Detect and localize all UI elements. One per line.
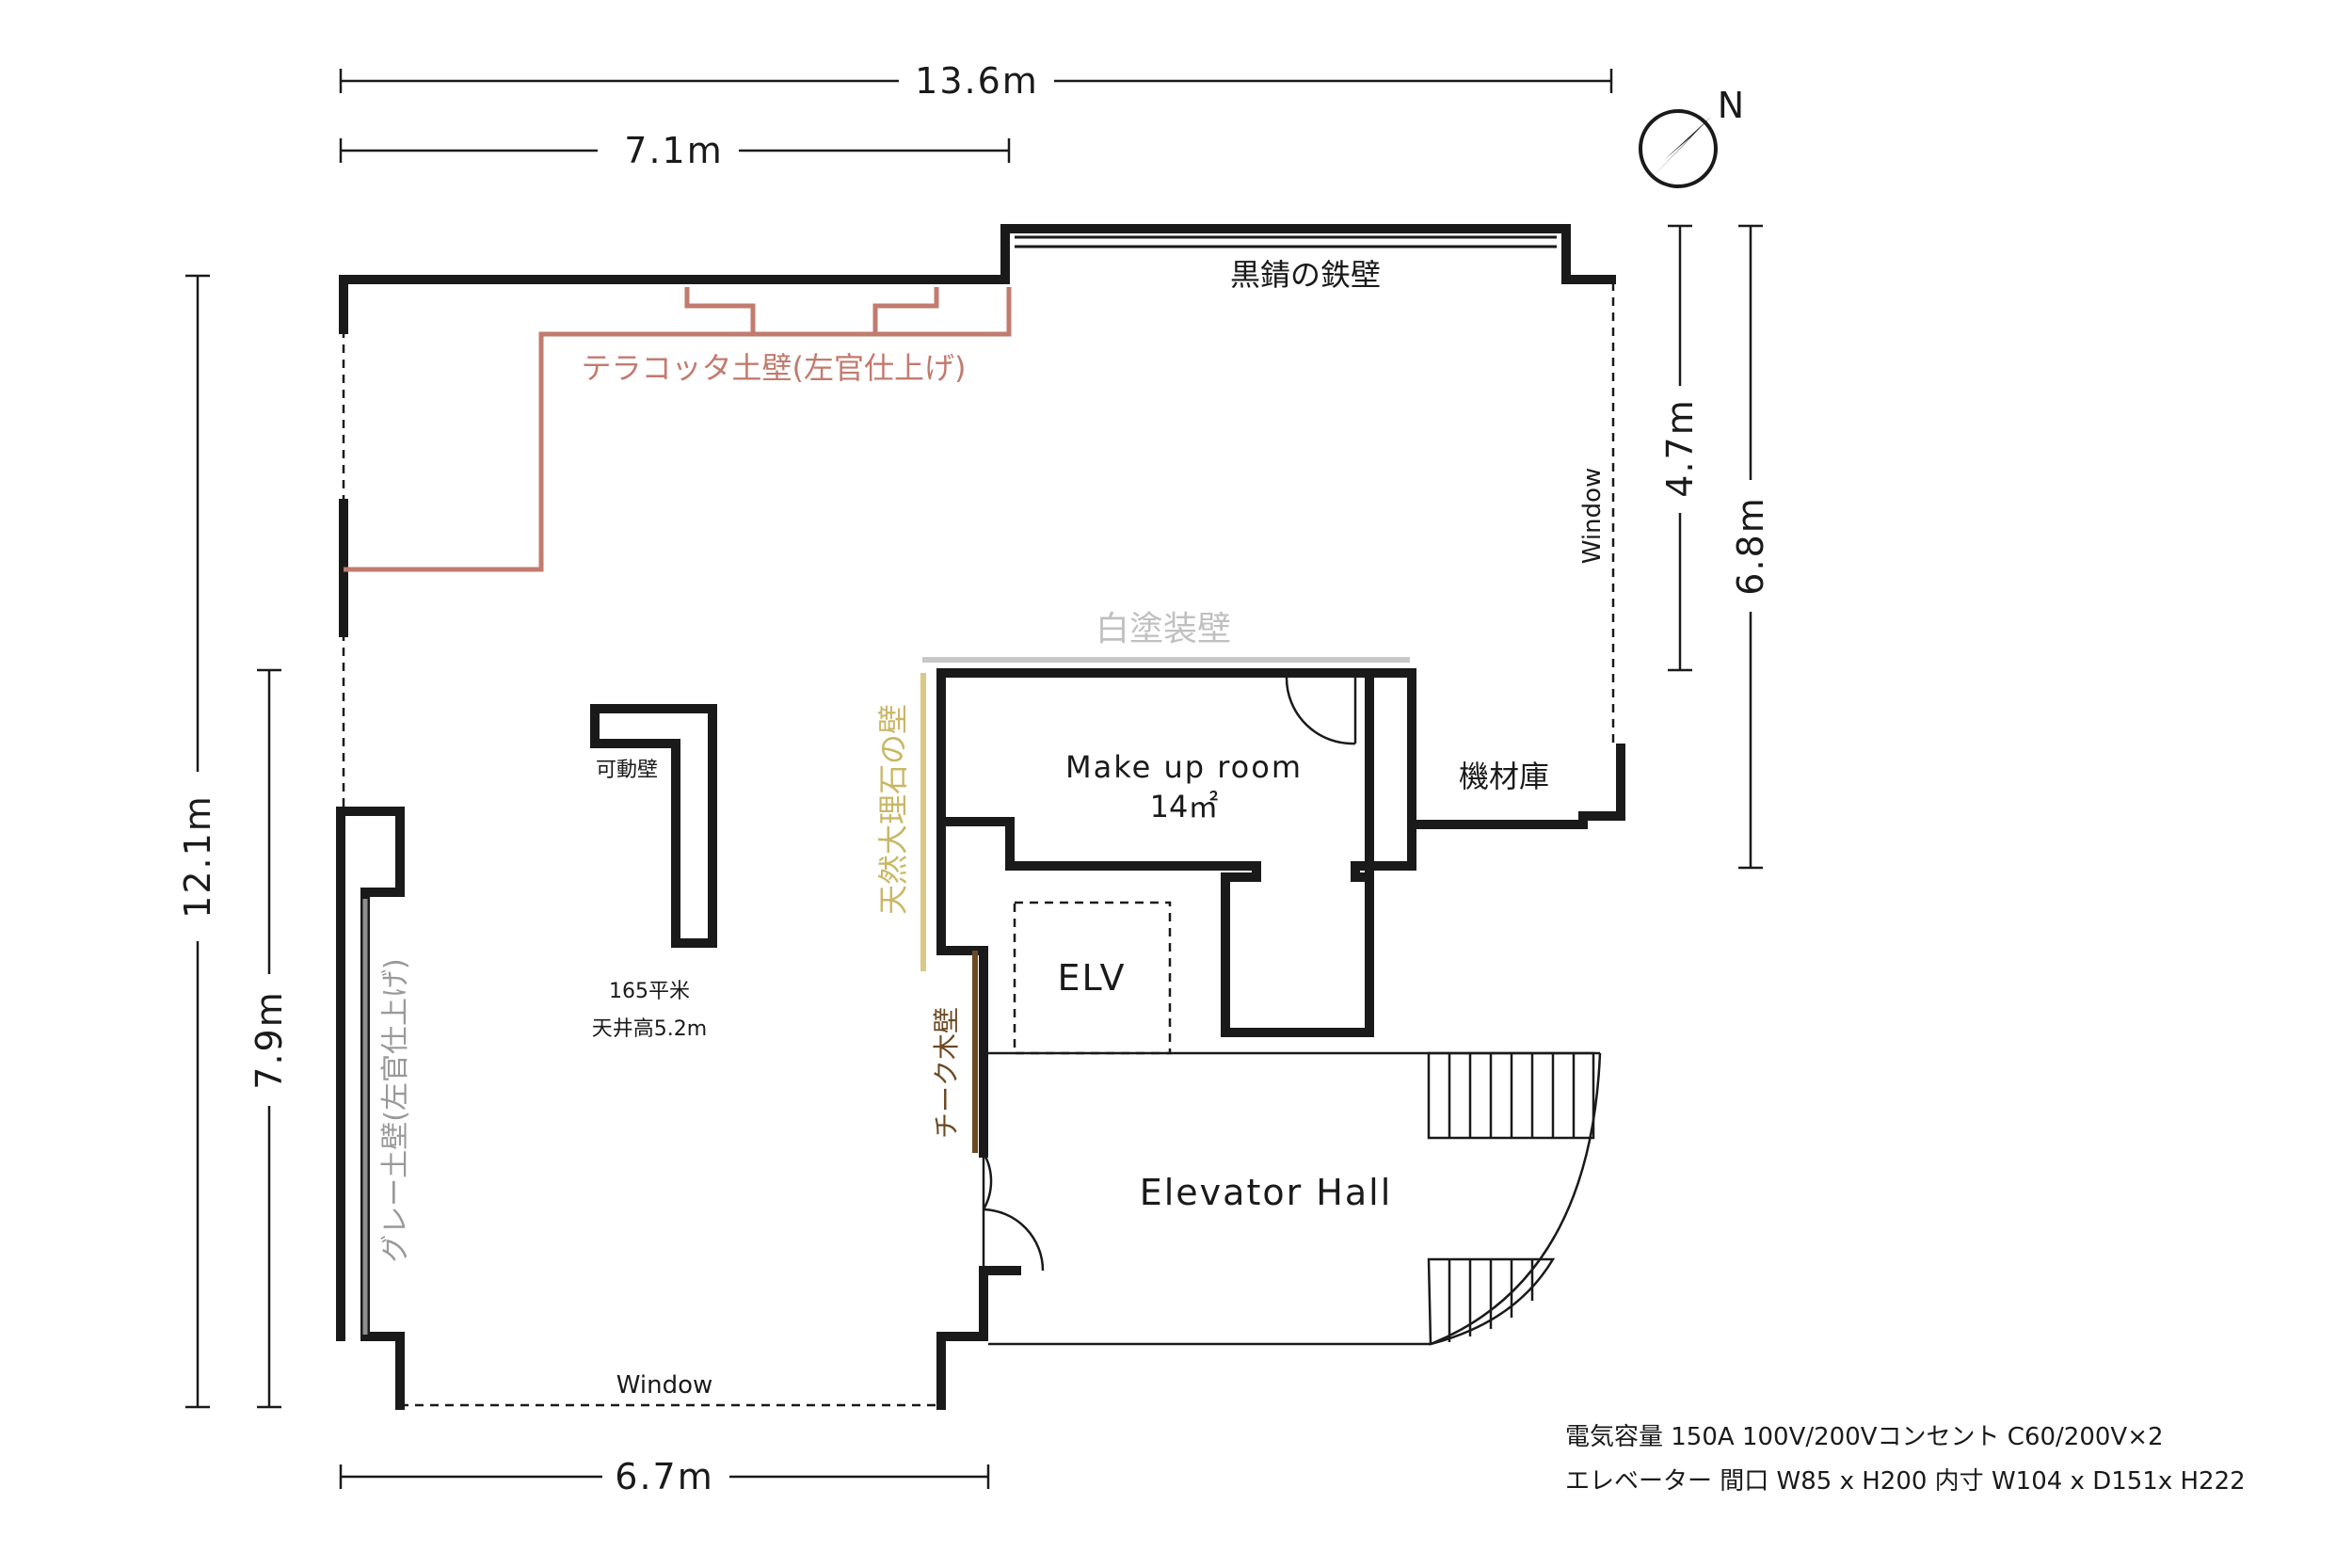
elevator-spec-note: エレベーター 間口 W85 x H200 内寸 W104 x D151x H22… — [1565, 1467, 2246, 1496]
movable-wall-label: 可動壁 — [596, 759, 658, 782]
makeup-area-label: 14㎡ — [1150, 789, 1219, 824]
iron-wall-label: 黒錆の鉄壁 — [1230, 257, 1381, 293]
teak-wall-label: チーク木壁 — [931, 1007, 962, 1139]
ceiling-height-label: 天井高5.2m — [592, 1017, 707, 1041]
marble-wall-label: 天然大理石の壁 — [875, 704, 911, 915]
doors — [982, 677, 1357, 1272]
dim-label-right-outer-height: 6.8m — [1730, 496, 1771, 595]
dim-label-left-lower-height: 7.9m — [248, 990, 290, 1089]
dim-right-inner-height: 4.7m — [1659, 224, 1701, 672]
dim-total-width: 13.6m — [339, 60, 1613, 102]
elevator-hall-label: Elevator Hall — [1140, 1172, 1393, 1213]
dim-left-lower-height: 7.9m — [248, 668, 290, 1409]
labels: 黒錆の鉄壁 テラコッタ土壁(左官仕上げ) Window 白塗装壁 天然大理石の壁… — [379, 257, 1607, 1400]
walls — [336, 224, 1625, 1410]
window-right-label: Window — [1578, 468, 1607, 565]
openings — [342, 282, 1615, 1407]
notes: 電気容量 150A 100V/200Vコンセント C60/200V×2 エレベー… — [1565, 1423, 2246, 1496]
dim-label-left-height: 12.1m — [177, 794, 218, 919]
white-wall-label: 白塗装壁 — [1096, 610, 1231, 648]
compass-north-label: N — [1718, 85, 1746, 126]
terracotta-wall — [344, 287, 1012, 572]
gray-wall-label: グレー土壁(左官仕上げ) — [379, 958, 412, 1262]
dim-label-upper-width: 7.1m — [624, 130, 723, 171]
equipment-room-label: 機材庫 — [1459, 759, 1549, 794]
compass-icon: N — [1639, 85, 1746, 188]
dim-left-height: 12.1m — [177, 274, 218, 1409]
dim-right-outer-height: 6.8m — [1730, 224, 1771, 870]
dim-upper-width: 7.1m — [339, 130, 1011, 171]
dimension-lines: 13.6m 7.1m 6.7m 12.1m — [177, 60, 1771, 1497]
window-bottom-label: Window — [616, 1371, 713, 1400]
stairs — [1427, 1051, 1595, 1346]
dim-bottom-width: 6.7m — [339, 1456, 990, 1497]
terracotta-wall-label: テラコッタ土壁(左官仕上げ) — [582, 350, 967, 386]
area-label: 165平米 — [609, 980, 690, 1003]
dim-label-right-inner-height: 4.7m — [1659, 398, 1701, 497]
dim-label-total-width: 13.6m — [915, 60, 1039, 102]
dim-label-bottom-width: 6.7m — [615, 1456, 713, 1497]
elv-label: ELV — [1057, 957, 1126, 999]
power-capacity-note: 電気容量 150A 100V/200Vコンセント C60/200V×2 — [1565, 1423, 2164, 1451]
makeup-room-label: Make up room — [1065, 749, 1303, 785]
